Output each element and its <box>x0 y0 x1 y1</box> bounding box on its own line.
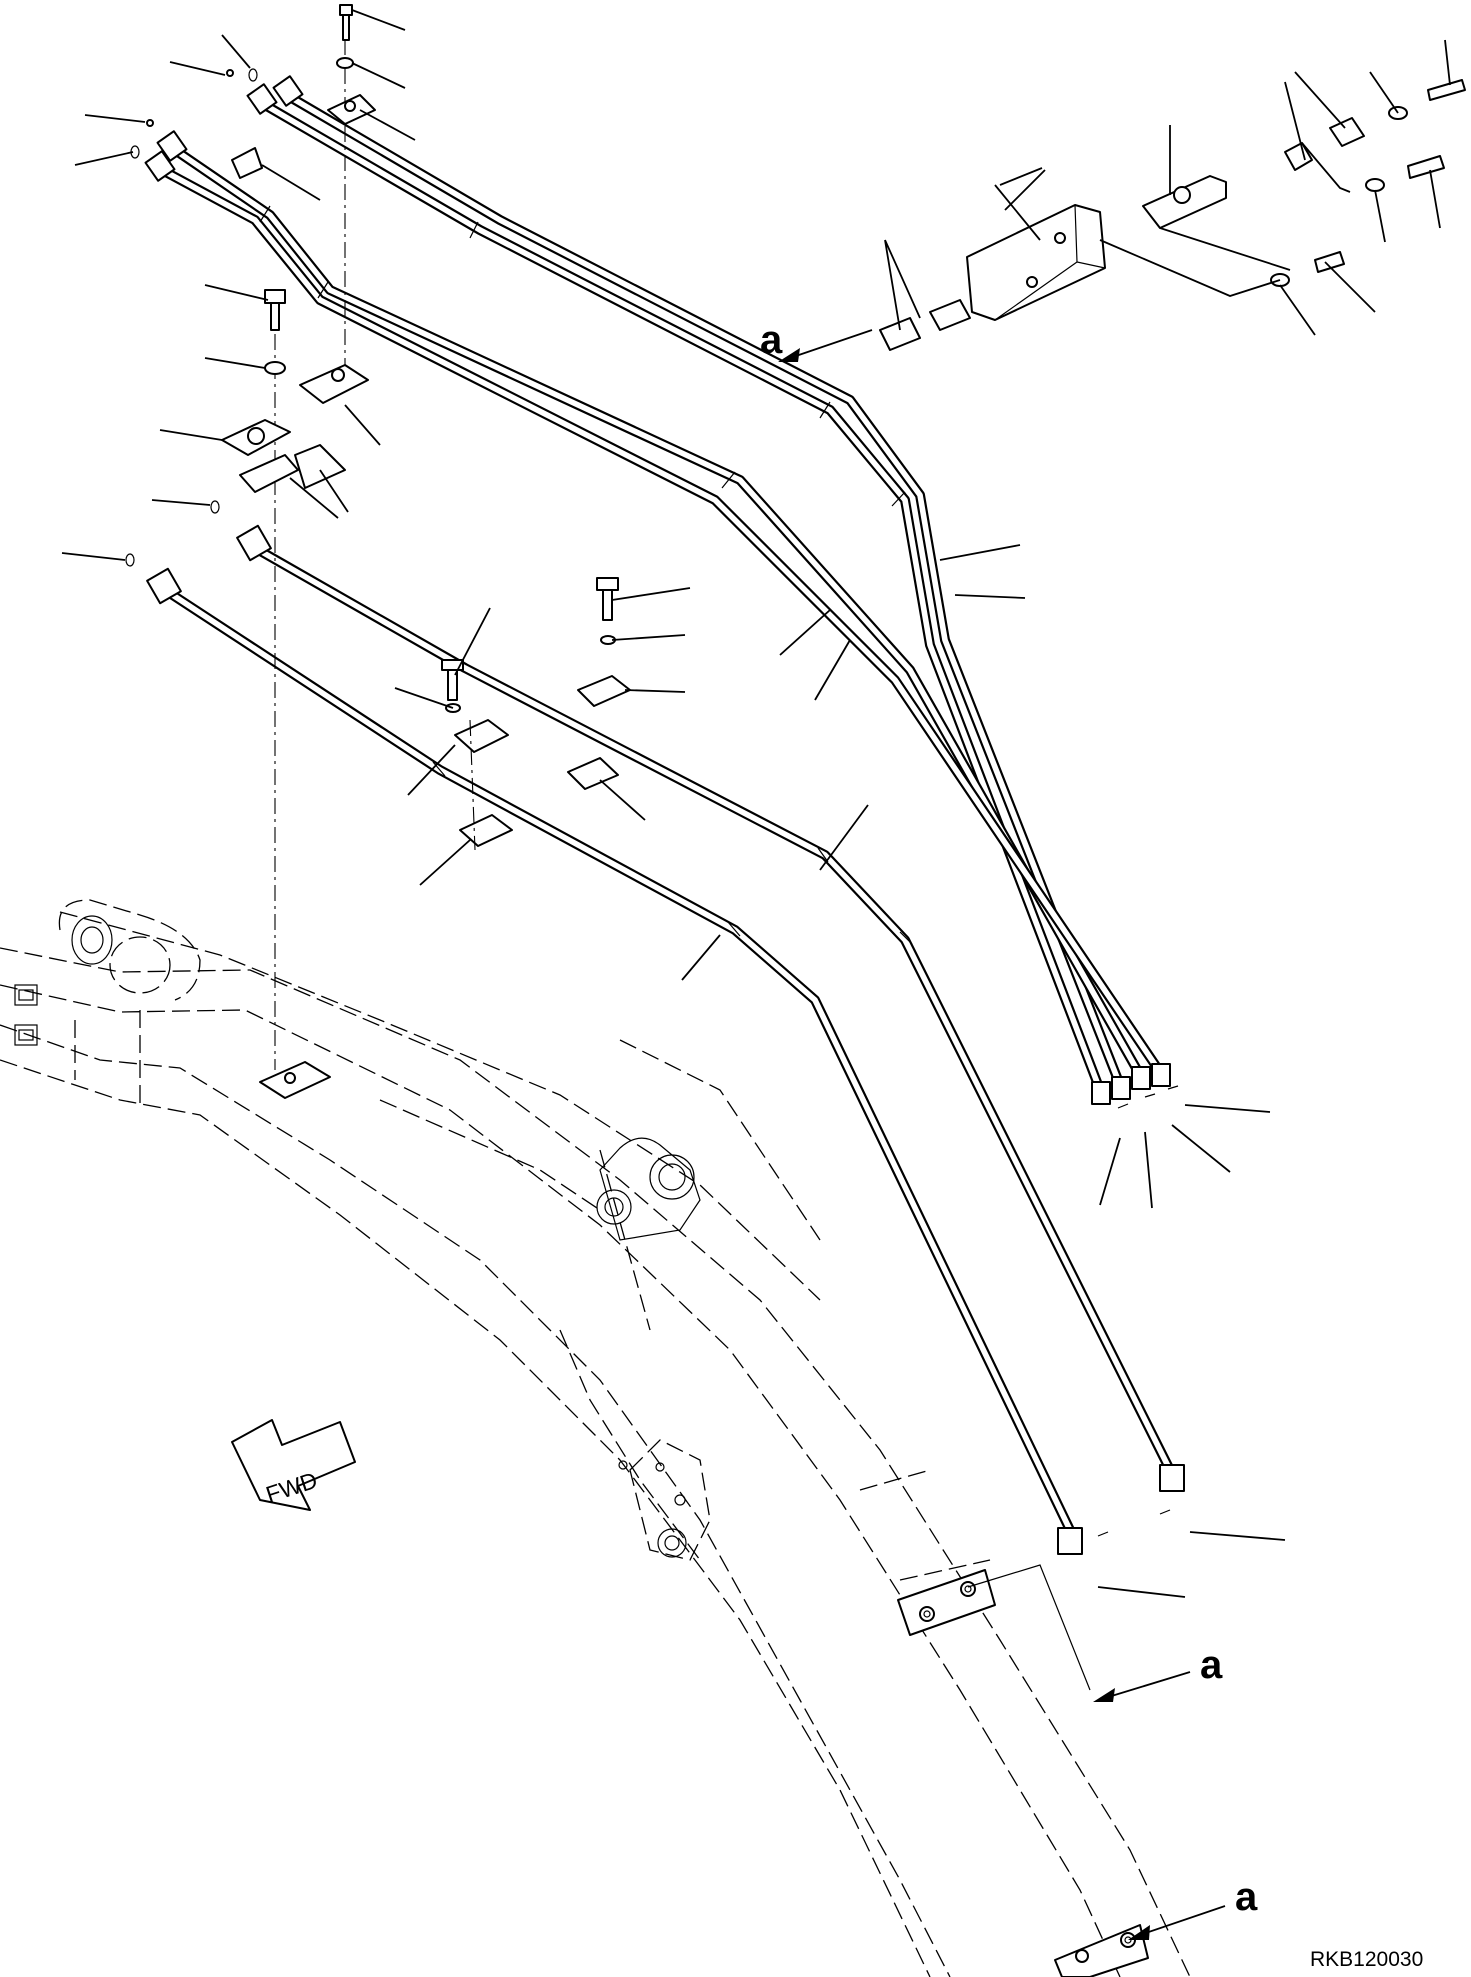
reference-marker-middle: a <box>1093 1643 1223 1702</box>
reference-marker-bottom: a <box>1128 1875 1258 1940</box>
leader-lines <box>61 9 1451 1691</box>
forward-direction-arrow: FWD <box>231 1419 356 1511</box>
boom-outline <box>0 899 1191 1977</box>
reference-label: a <box>1235 1875 1258 1919</box>
drawing-code: RKB120030 <box>1310 1948 1423 1971</box>
reference-marker-top: a <box>760 318 873 362</box>
reference-label: a <box>1200 1643 1223 1687</box>
hydraulic-pipes <box>144 75 1185 1555</box>
seal-rings <box>125 68 1179 1537</box>
pipe-clamp-assembly <box>221 4 631 1099</box>
pipe-block-detail <box>879 79 1466 351</box>
reference-label: a <box>760 318 783 362</box>
